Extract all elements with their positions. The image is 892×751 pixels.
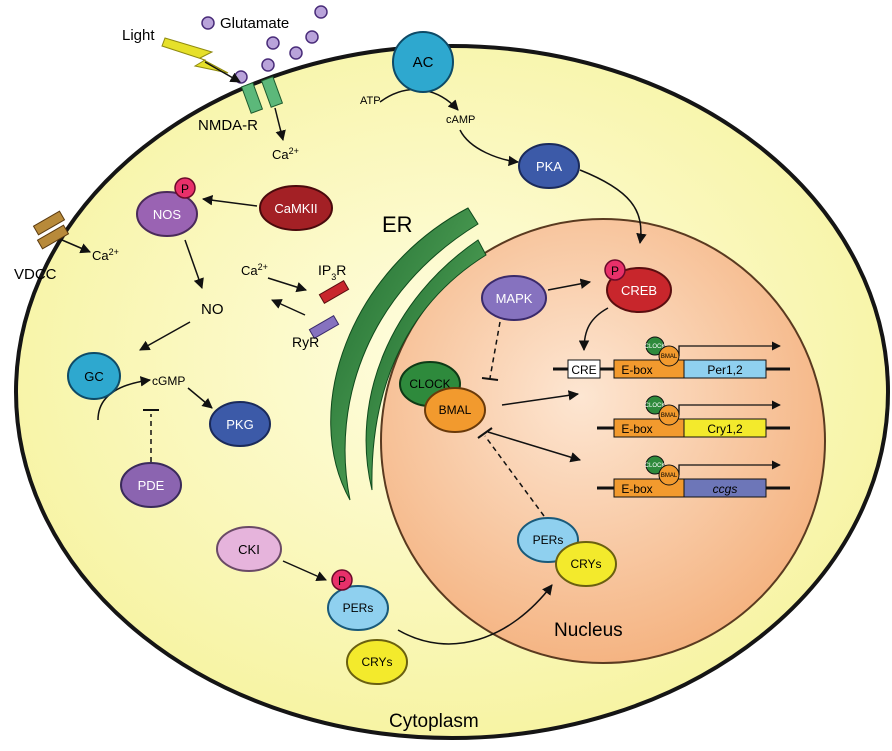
node-pkg: PKG xyxy=(209,401,271,447)
arrow-pka-creb xyxy=(579,169,647,245)
svg-text:PERs: PERs xyxy=(343,601,374,615)
svg-text:NOS: NOS xyxy=(153,207,182,222)
arrow-camp-pka xyxy=(459,129,520,167)
svg-text:CRYs: CRYs xyxy=(570,557,601,571)
cry-gene-label: Cry1,2 xyxy=(707,422,743,436)
label-ip3r: IP3R xyxy=(318,262,346,282)
gene-promoter-cry: E-box Cry1,2 xyxy=(613,418,767,438)
svg-text:PKA: PKA xyxy=(536,159,562,174)
node-creb: CREB P xyxy=(604,259,672,313)
arrow-ca-ip3r xyxy=(267,277,308,293)
node-mapk: MAPK xyxy=(481,275,547,321)
svg-text:PERs: PERs xyxy=(533,533,564,547)
nucleus-envelope xyxy=(380,218,826,664)
gene-promoter-ccgs: E-box ccgs xyxy=(613,478,767,498)
svg-text:CLOCK: CLOCK xyxy=(645,403,666,409)
svg-text:CLOCK: CLOCK xyxy=(645,344,666,350)
svg-text:BMAL: BMAL xyxy=(661,413,678,419)
glutamate-molecules xyxy=(201,5,328,84)
ccgs-gene-label: ccgs xyxy=(713,482,738,496)
svg-text:MAPK: MAPK xyxy=(496,291,533,306)
svg-text:PKG: PKG xyxy=(226,417,253,432)
node-pde: PDE xyxy=(120,462,182,508)
small-clock-bmal-complexes: CLOCK BMAL CLOCK BMAL CLOCK BMAL xyxy=(645,336,680,486)
arrow-light-nmda xyxy=(204,61,241,83)
per-gene-label: Per1,2 xyxy=(707,363,743,377)
arrow-bmal-ccgs xyxy=(487,431,582,463)
ryr-channel xyxy=(308,314,340,340)
svg-text:BMAL: BMAL xyxy=(661,473,678,479)
arrow-vdcc-ca xyxy=(61,239,91,254)
arrow-nos-no xyxy=(184,239,204,289)
svg-text:CKI: CKI xyxy=(238,542,260,557)
label-nucleus: Nucleus xyxy=(554,620,623,641)
node-pers-cytoplasm: PERs P xyxy=(327,569,389,631)
vdcc-channel xyxy=(32,210,70,250)
node-bmal: BMAL xyxy=(424,387,486,433)
svg-text:P: P xyxy=(181,182,189,196)
label-ryr: RyR xyxy=(292,334,319,350)
label-ca-nmda: Ca2+ xyxy=(272,146,299,162)
inhibit-mapk-clock xyxy=(489,321,501,379)
er-membrane-outer xyxy=(330,207,479,501)
svg-text:P: P xyxy=(338,574,346,588)
inhibit-pers-bmal-bar xyxy=(477,427,493,439)
cre-label: CRE xyxy=(571,363,596,377)
label-nmdar: NMDA-R xyxy=(198,117,258,134)
svg-text:CREB: CREB xyxy=(621,283,657,298)
arrow-nmda-ca xyxy=(274,107,286,142)
arrow-mapk-creb xyxy=(547,278,592,291)
ebox-label-per: E-box xyxy=(621,363,652,377)
node-nos: NOS P xyxy=(136,177,198,237)
arrows xyxy=(61,61,647,645)
label-no: NO xyxy=(201,301,224,318)
svg-text:CLOCK: CLOCK xyxy=(409,377,450,391)
transcription-arrows xyxy=(678,341,781,475)
svg-text:CRYs: CRYs xyxy=(361,655,392,669)
node-camkii: CaMKII xyxy=(259,185,333,231)
svg-text:BMAL: BMAL xyxy=(661,354,678,360)
ebox-label-ccgs: E-box xyxy=(621,482,652,496)
label-glutamate: Glutamate xyxy=(220,15,289,32)
node-ac: AC xyxy=(392,31,454,93)
label-cgmp: cGMP xyxy=(152,374,185,388)
label-vdcc: VDCC xyxy=(14,266,57,283)
nmda-receptor xyxy=(240,76,284,114)
label-ca-vdcc: Ca2+ xyxy=(92,247,119,263)
node-cki: CKI xyxy=(216,526,282,572)
svg-text:GC: GC xyxy=(84,369,104,384)
arrow-camkii-nos xyxy=(201,195,258,207)
label-cytoplasm: Cytoplasm xyxy=(389,711,479,732)
svg-text:BMAL: BMAL xyxy=(439,403,472,417)
label-atp: ATP xyxy=(360,95,381,107)
svg-text:CLOCK: CLOCK xyxy=(645,463,666,469)
label-er: ER xyxy=(382,212,413,237)
arrow-creb-cre xyxy=(578,307,609,352)
svg-text:AC: AC xyxy=(413,54,434,71)
arrow-no-gc xyxy=(139,321,191,351)
svg-text:PDE: PDE xyxy=(138,478,165,493)
label-camp: cAMP xyxy=(446,114,475,126)
node-crys-nucleus: CRYs xyxy=(555,541,617,587)
label-light: Light xyxy=(122,27,155,44)
ip3r-channel xyxy=(318,279,350,305)
node-pka: PKA xyxy=(518,143,580,189)
light-bolt-icon xyxy=(161,37,229,74)
arrow-cki-pers xyxy=(282,560,327,581)
inhibit-mapk-clock-bar xyxy=(481,377,499,381)
arrow-cgmp-pkg xyxy=(187,387,213,409)
node-gc: GC xyxy=(67,352,121,400)
arrow-pers-nucleus xyxy=(397,584,553,645)
ebox-label-cry: E-box xyxy=(621,422,652,436)
svg-text:P: P xyxy=(611,264,619,278)
er-membrane-inner xyxy=(365,239,487,491)
inhibit-pers-bmal xyxy=(484,435,545,517)
arrow-ryr-ca xyxy=(271,299,306,316)
arrow-bmal-per xyxy=(501,390,580,406)
svg-text:CaMKII: CaMKII xyxy=(274,201,317,216)
label-ca-er: Ca2+ xyxy=(241,262,268,278)
node-crys-cytoplasm: CRYs xyxy=(346,639,408,685)
